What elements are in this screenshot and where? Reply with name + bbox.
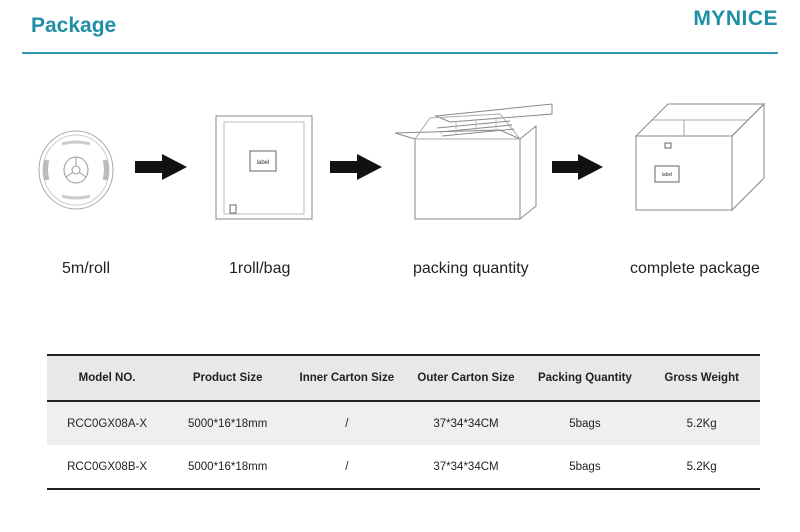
column-header: Inner Carton Size (299, 372, 395, 384)
closed-carton-icon (634, 102, 766, 212)
page-title: Package (31, 14, 117, 37)
table-cell: 37*34*34CM (433, 417, 499, 430)
table-row: RCC0GX08B-X 5000*16*18mm / 37*34*34CM 5b… (47, 445, 760, 489)
package-spec-table: Model NO. Product Size Inner Carton Size… (47, 354, 760, 490)
column-header: Gross Weight (664, 372, 739, 384)
column-header: Model NO. (78, 372, 136, 384)
brand-logo: MYNICE (693, 7, 778, 30)
column-header: Packing Quantity (537, 372, 632, 384)
step-label-roll: 5m/roll (62, 260, 111, 277)
header-divider (22, 52, 778, 54)
table-cell: 5000*16*18mm (188, 417, 268, 430)
table-cell: RCC0GX08B-X (67, 460, 147, 473)
step-label-packing: packing quantity (413, 260, 529, 277)
table-cell: / (345, 460, 349, 473)
table-cell: / (345, 417, 349, 430)
arrow-right-icon (330, 154, 382, 180)
bag-label-tag: label (257, 160, 270, 166)
table-row: RCC0GX08A-X 5000*16*18mm / 37*34*34CM 5b… (47, 401, 760, 445)
reel-icon (38, 130, 114, 210)
bag-icon (215, 115, 313, 220)
arrow-right-icon (135, 154, 187, 180)
table-cell: RCC0GX08A-X (67, 417, 147, 430)
packaging-flow: label label (38, 102, 766, 221)
table-cell: 5bags (569, 417, 601, 430)
table-cell: 5bags (569, 460, 601, 473)
table-cell: 5000*16*18mm (188, 460, 268, 473)
open-carton-icon (394, 103, 553, 221)
table-header-row: Model NO. Product Size Inner Carton Size… (47, 355, 760, 401)
table-cell: 37*34*34CM (433, 460, 499, 473)
column-header: Outer Carton Size (417, 372, 515, 384)
step-label-bag: 1roll/bag (229, 260, 291, 277)
column-header: Product Size (192, 372, 263, 384)
step-label-complete: complete package (630, 260, 760, 277)
carton-label-tag: label (662, 172, 673, 178)
arrow-right-icon (552, 154, 603, 180)
table-cell: 5.2Kg (686, 460, 717, 473)
table-cell: 5.2Kg (686, 417, 717, 430)
